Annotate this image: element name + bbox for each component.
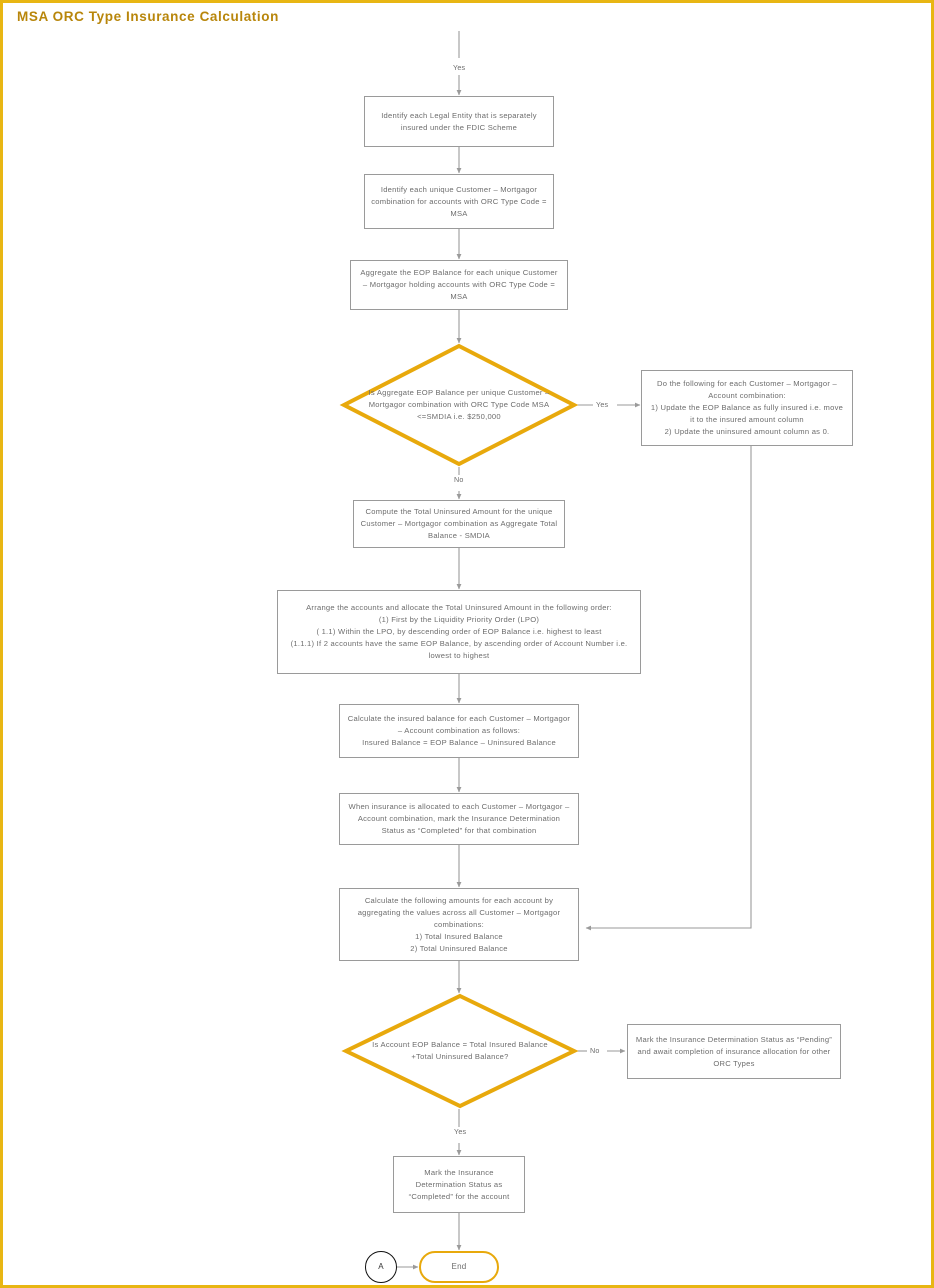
node-mark-pending[interactable]: Mark the Insurance Determination Status … — [627, 1024, 841, 1079]
node-offpage-connector-a-text: A — [378, 1262, 384, 1271]
edge-label-balance-yes: Yes — [452, 1127, 469, 1136]
node-identify-customer-mortgagor-text: Identify each unique Customer – Mortgago… — [371, 184, 547, 218]
node-mark-pending-text: Mark the Insurance Determination Status … — [635, 1034, 833, 1068]
node-mark-status-combination-text: When insurance is allocated to each Cust… — [348, 802, 570, 835]
node-decision-balance-check[interactable]: Is Account EOP Balance = Total Insured B… — [341, 993, 579, 1109]
node-offpage-connector-a[interactable]: A — [365, 1251, 397, 1283]
node-mark-completed-account-text: Mark the Insurance Determination Status … — [408, 1167, 510, 1201]
node-compute-total-uninsured[interactable]: Compute the Total Uninsured Amount for t… — [353, 500, 565, 548]
node-compute-total-uninsured-text: Compute the Total Uninsured Amount for t… — [360, 507, 558, 540]
edge-label-smdia-no: No — [452, 475, 466, 484]
node-aggregate-eop-balance[interactable]: Aggregate the EOP Balance for each uniqu… — [350, 260, 568, 310]
page-title: MSA ORC Type Insurance Calculation — [17, 9, 279, 24]
node-fully-insured-update-text: Do the following for each Customer – Mor… — [650, 379, 844, 436]
node-calculate-insured-balance-text: Calculate the insured balance for each C… — [347, 714, 571, 747]
node-mark-status-combination[interactable]: When insurance is allocated to each Cust… — [339, 793, 579, 845]
node-identify-customer-mortgagor[interactable]: Identify each unique Customer – Mortgago… — [364, 174, 554, 229]
node-identify-legal-entity[interactable]: Identify each Legal Entity that is separ… — [364, 96, 554, 147]
decision-smdia-shape — [339, 343, 579, 467]
node-decision-smdia[interactable]: Is Aggregate EOP Balance per unique Cust… — [339, 343, 579, 467]
decision-balance-check-shape — [341, 993, 579, 1109]
node-end-terminator-text: End — [451, 1262, 467, 1271]
node-identify-legal-entity-text: Identify each Legal Entity that is separ… — [381, 110, 537, 132]
node-calculate-account-totals-text: Calculate the following amounts for each… — [357, 895, 561, 953]
node-calculate-insured-balance[interactable]: Calculate the insured balance for each C… — [339, 704, 579, 758]
edge-label-balance-no: No — [588, 1046, 602, 1055]
node-arrange-accounts-text: Arrange the accounts and allocate the To… — [290, 603, 628, 660]
edge-label-entry-yes: Yes — [451, 63, 468, 72]
node-mark-completed-account[interactable]: Mark the Insurance Determination Status … — [393, 1156, 525, 1213]
node-aggregate-eop-balance-text: Aggregate the EOP Balance for each uniqu… — [360, 268, 558, 301]
node-calculate-account-totals[interactable]: Calculate the following amounts for each… — [339, 888, 579, 961]
node-fully-insured-update[interactable]: Do the following for each Customer – Mor… — [641, 370, 853, 446]
node-arrange-accounts[interactable]: Arrange the accounts and allocate the To… — [277, 590, 641, 674]
edge-label-smdia-yes: Yes — [594, 400, 611, 409]
node-end-terminator[interactable]: End — [419, 1251, 499, 1283]
